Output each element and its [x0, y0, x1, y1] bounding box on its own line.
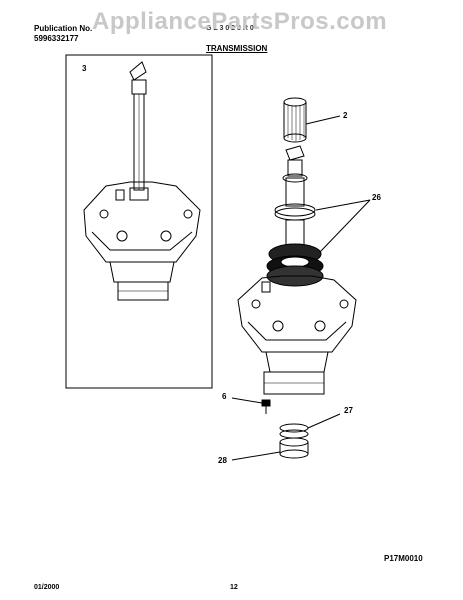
callout-seals-26: 26 — [372, 193, 381, 202]
leader-line-2 — [305, 115, 341, 125]
callout-bushing-27: 27 — [344, 406, 353, 415]
drive-seal — [266, 243, 324, 287]
footer-date: 01/2000 — [34, 584, 60, 591]
main-shaft — [274, 145, 316, 251]
footer-page-number: 12 — [230, 584, 238, 591]
leader-line-26a — [315, 199, 371, 211]
watermark-text: AppliancePartsPros.com — [92, 8, 388, 35]
inset-transmission-assembly — [83, 61, 201, 301]
spline-sleeve — [283, 97, 307, 143]
inset-frame — [65, 54, 213, 389]
callout-screw-6: 6 — [222, 392, 227, 401]
diagram-code: P17M0010 — [384, 554, 423, 563]
bushing-ring — [279, 423, 309, 439]
leader-line-27 — [307, 413, 341, 429]
main-transmission-housing — [237, 275, 357, 395]
publication-number: 5996332177 — [34, 34, 79, 43]
callout-inset-3: 3 — [82, 64, 87, 73]
mounting-screw — [261, 399, 271, 414]
leader-line-26b — [319, 199, 371, 253]
leader-line-6 — [231, 397, 263, 404]
publication-label: Publication No. — [34, 24, 93, 33]
section-title: TRANSMISSION — [206, 44, 268, 53]
callout-bushing-28: 28 — [218, 456, 227, 465]
bushing-cup — [279, 437, 309, 459]
model-number: G L 3 0 2 8 R 0 — [206, 25, 254, 32]
callout-spline-2: 2 — [343, 111, 348, 120]
leader-line-28 — [231, 451, 281, 461]
